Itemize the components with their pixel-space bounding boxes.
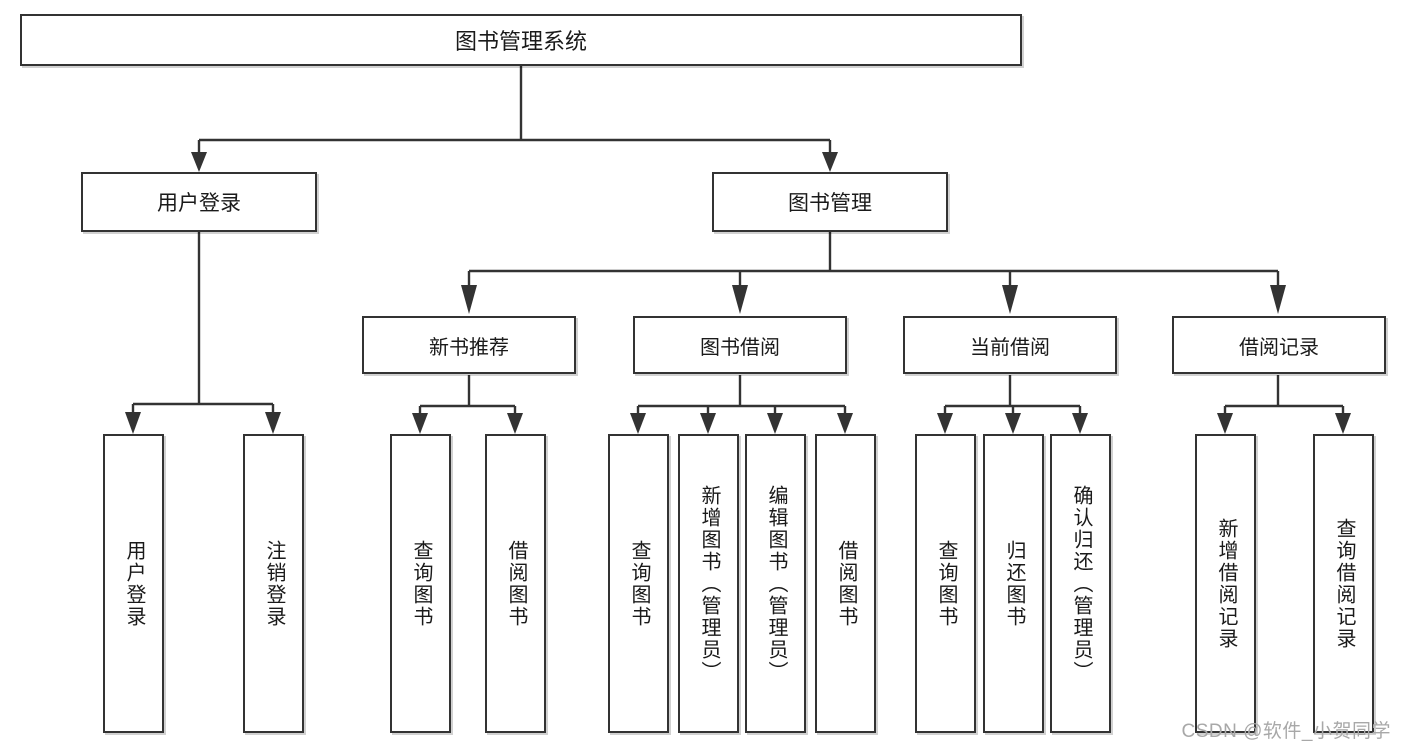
node-leaf-borrow-book-2-label: 借阅图书 (835, 539, 857, 628)
node-leaf-borrow-book-1-label: 借阅图书 (505, 539, 527, 628)
arrowhead-leaf-query-book-3 (937, 413, 953, 434)
node-leaf-query-book-2-label: 查询图书 (628, 539, 650, 628)
node-borrow-record-label: 借阅记录 (1239, 336, 1319, 359)
arrowhead-leaf-return-book (1005, 413, 1021, 434)
node-user-login-label: 用户登录 (157, 192, 241, 215)
arrowhead-leaf-query-book-2 (630, 413, 646, 434)
arrowhead-leaf-add-borrow-record (1217, 413, 1233, 434)
arrowhead-leaf-confirm-return-admin (1072, 413, 1088, 434)
arrowhead-leaf-query-borrow-record (1335, 413, 1351, 434)
node-user-login[interactable]: 用户登录 (81, 172, 317, 232)
arrowhead-user-login (191, 152, 207, 172)
arrowhead-leaf-borrow-book-1 (507, 413, 523, 434)
arrowhead-leaf-logout-login (265, 412, 281, 434)
arrowhead-leaf-borrow-book-2 (837, 413, 853, 434)
arrowhead-leaf-query-book-1 (412, 413, 428, 434)
node-leaf-return-book-label: 归还图书 (1003, 539, 1025, 628)
arrowhead-leaf-add-book-admin (700, 413, 716, 434)
node-leaf-query-book-3[interactable]: 查询图书 (915, 434, 976, 733)
arrowhead-borrow-record (1270, 285, 1286, 314)
node-root-label: 图书管理系统 (454, 29, 587, 54)
node-root[interactable]: 图书管理系统 (20, 14, 1022, 66)
node-leaf-query-book-3-label: 查询图书 (935, 539, 957, 628)
node-leaf-add-book-admin[interactable]: 新增图书（管理员） (678, 434, 739, 733)
node-book-management-label: 图书管理 (788, 192, 872, 215)
node-leaf-confirm-return-admin[interactable]: 确认归还（管理员） (1050, 434, 1111, 733)
node-book-borrow-label: 图书借阅 (700, 336, 780, 359)
arrowhead-book-borrow (732, 285, 748, 314)
node-leaf-borrow-book-2[interactable]: 借阅图书 (815, 434, 876, 733)
node-leaf-user-login[interactable]: 用户登录 (103, 434, 164, 733)
arrowhead-new-book-recommend (461, 285, 477, 314)
node-leaf-logout-login[interactable]: 注销登录 (243, 434, 304, 733)
node-new-book-recommend-label: 新书推荐 (429, 336, 509, 359)
node-book-borrow[interactable]: 图书借阅 (633, 316, 847, 374)
arrowhead-leaf-edit-book-admin (767, 413, 783, 434)
node-leaf-query-book-1-label: 查询图书 (410, 539, 432, 628)
node-current-borrow-label: 当前借阅 (970, 336, 1050, 359)
node-leaf-query-borrow-record-label: 查询借阅记录 (1333, 517, 1355, 650)
node-leaf-edit-book-admin-label: 编辑图书（管理员） (765, 484, 787, 683)
node-current-borrow[interactable]: 当前借阅 (903, 316, 1117, 374)
node-leaf-edit-book-admin[interactable]: 编辑图书（管理员） (745, 434, 806, 733)
watermark-text: CSDN @软件_小贺同学 (1181, 721, 1391, 742)
node-borrow-record[interactable]: 借阅记录 (1172, 316, 1386, 374)
node-leaf-borrow-book-1[interactable]: 借阅图书 (485, 434, 546, 733)
node-leaf-add-book-admin-label: 新增图书（管理员） (698, 484, 720, 683)
node-leaf-return-book[interactable]: 归还图书 (983, 434, 1044, 733)
node-book-management[interactable]: 图书管理 (712, 172, 948, 232)
arrowhead-leaf-user-login (125, 412, 141, 434)
node-leaf-add-borrow-record[interactable]: 新增借阅记录 (1195, 434, 1256, 733)
node-leaf-logout-login-label: 注销登录 (263, 539, 285, 628)
node-leaf-query-borrow-record[interactable]: 查询借阅记录 (1313, 434, 1374, 733)
node-leaf-confirm-return-admin-label: 确认归还（管理员） (1070, 484, 1092, 683)
node-leaf-query-book-2[interactable]: 查询图书 (608, 434, 669, 733)
arrowhead-current-borrow (1002, 285, 1018, 314)
node-leaf-add-borrow-record-label: 新增借阅记录 (1215, 517, 1237, 650)
arrowhead-book-management (822, 152, 838, 172)
node-leaf-query-book-1[interactable]: 查询图书 (390, 434, 451, 733)
node-leaf-user-login-label: 用户登录 (123, 539, 145, 628)
node-new-book-recommend[interactable]: 新书推荐 (362, 316, 576, 374)
